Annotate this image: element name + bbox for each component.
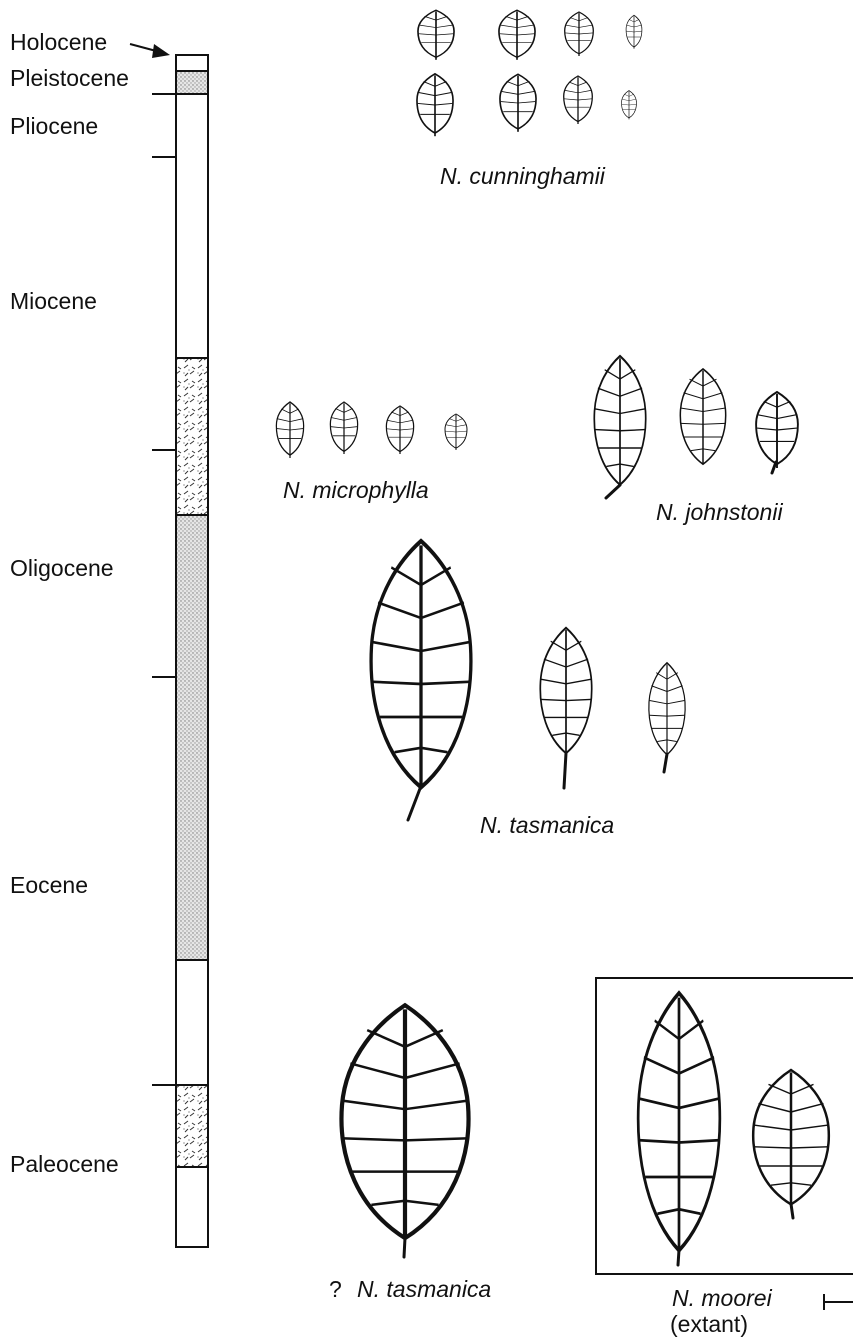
leaf-tasmanica-query: [341, 1005, 468, 1238]
tasmanica-leaf-group: [371, 541, 685, 820]
leaf-moorei-2: [753, 1070, 829, 1204]
epoch-label-holocene: Holocene: [10, 29, 107, 55]
species-label-tasmanica-query: N. tasmanica: [357, 1276, 491, 1302]
leaf-tasmanica-1: [371, 541, 471, 787]
leaf-microphylla-4: [445, 414, 467, 450]
moorei-extant-box: [596, 978, 853, 1274]
epoch-label-pliocene: Pliocene: [10, 113, 98, 139]
epoch-boundary-ticks: [152, 94, 176, 1085]
leaf-cunninghamii-6: [500, 74, 536, 132]
leaf-microphylla-2: [330, 402, 357, 454]
microphylla-leaf-group: [276, 402, 467, 458]
leaf-cunninghamii-5: [417, 74, 453, 136]
leaf-moorei-1: [638, 993, 720, 1251]
column-unit-holocene: [176, 55, 208, 71]
leaf-johnstonii-1: [594, 356, 645, 485]
epoch-label-pleistocene: Pleistocene: [10, 65, 129, 91]
species-label-cunninghamii: N. cunninghamii: [440, 163, 606, 189]
leaf-johnstonii-2: [680, 369, 725, 464]
cunninghamii-leaf-group: [417, 10, 642, 136]
leaf-cunninghamii-1: [418, 10, 454, 60]
species-note-moorei: (extant): [670, 1311, 748, 1337]
leaf-cunninghamii-7: [564, 76, 593, 124]
species-label-microphylla: N. microphylla: [283, 477, 429, 503]
epoch-label-paleocene: Paleocene: [10, 1151, 119, 1177]
leaf-cunninghamii-2: [499, 10, 535, 60]
holocene-arrow: [130, 44, 170, 58]
leaf-microphylla-1: [276, 402, 303, 458]
leaf-cunninghamii-3: [565, 12, 594, 56]
leaf-microphylla-3: [386, 406, 413, 454]
epoch-label-eocene: Eocene: [10, 872, 88, 898]
column-unit-pliocene-miocene: [176, 94, 208, 358]
leaf-tasmanica-3: [649, 663, 685, 755]
species-label-tasmanica: N. tasmanica: [480, 812, 614, 838]
column-unit-basal: [176, 1167, 208, 1247]
column-unit-pleistocene: [176, 71, 208, 94]
column-unit-hatched-upper: [176, 358, 208, 515]
leaf-cunninghamii-8: [622, 91, 637, 120]
stratigraphic-column: [176, 55, 208, 1247]
leaf-johnstonii-3: [756, 392, 798, 468]
johnstonii-leaf-group: [594, 356, 798, 498]
column-unit-blank-lower: [176, 960, 208, 1085]
leaf-tasmanica-2: [540, 628, 591, 753]
column-unit-stippled-middle: [176, 515, 208, 960]
column-unit-hatched-lower: [176, 1085, 208, 1167]
species-query-mark: ?: [329, 1276, 342, 1302]
species-label-johnstonii: N. johnstonii: [656, 499, 783, 525]
species-label-moorei: N. moorei: [672, 1285, 773, 1311]
epoch-label-oligocene: Oligocene: [10, 555, 114, 581]
scale-bar: [824, 1294, 853, 1310]
epoch-label-miocene: Miocene: [10, 288, 97, 314]
tasmanica-query-leaf-group: [341, 1005, 468, 1257]
leaf-cunninghamii-4: [626, 15, 642, 49]
